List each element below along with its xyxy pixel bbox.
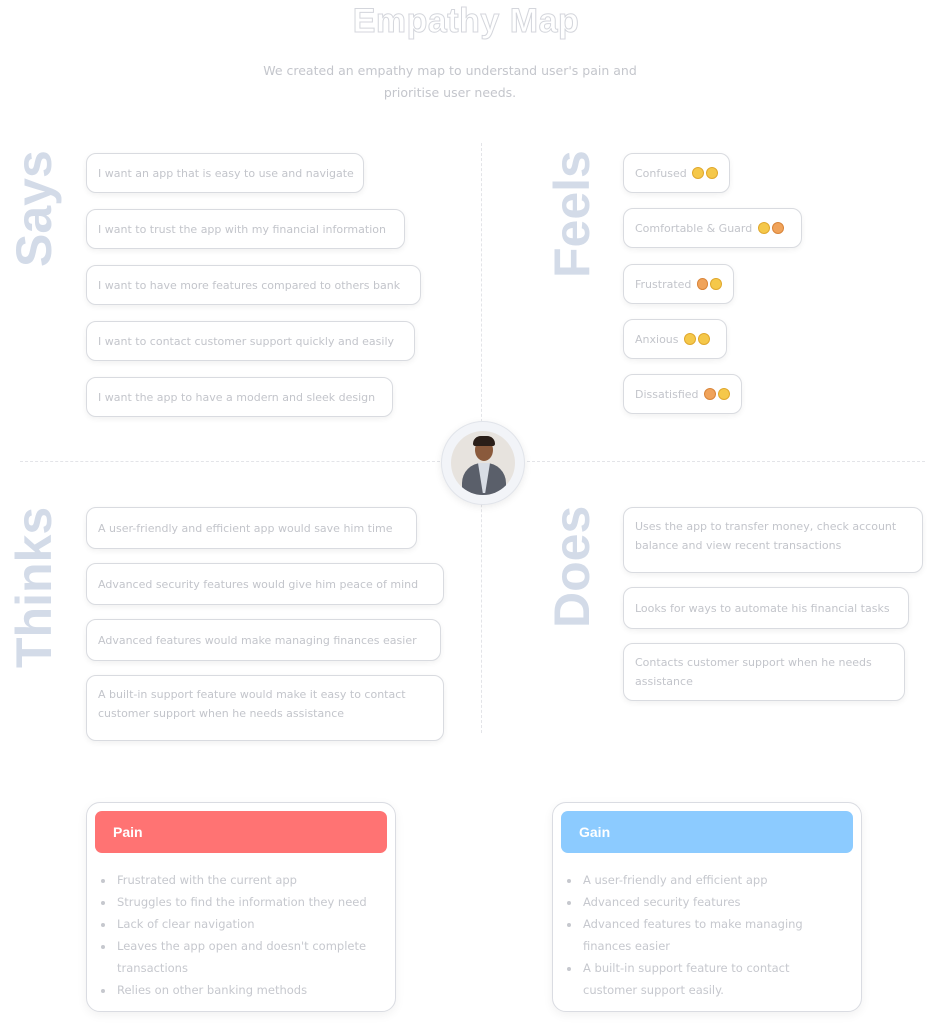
pain-card: Pain Frustrated with the current app Str… — [86, 802, 396, 1012]
does-item: Looks for ways to automate his financial… — [623, 587, 909, 629]
says-label: Says — [6, 150, 62, 268]
gain-list: A user-friendly and efficient app Advanc… — [581, 869, 847, 1001]
thinks-item: A user-friendly and efficient app would … — [86, 507, 417, 549]
feels-item: Dissatisfied — [623, 374, 742, 414]
feels-item: Frustrated — [623, 264, 734, 304]
shield-face-icon — [771, 222, 784, 234]
says-item: I want an app that is easy to use and na… — [86, 153, 364, 193]
does-item: Contacts customer support when he needs … — [623, 643, 905, 701]
page-title: Empathy Map — [352, 2, 580, 41]
list-item: A user-friendly and efficient app — [581, 869, 847, 891]
says-item: I want to contact customer support quick… — [86, 321, 415, 361]
smiling-face-icon — [757, 222, 770, 234]
dissatisfied-face-icon — [718, 388, 731, 400]
feels-label: Feels — [544, 150, 600, 278]
feels-item: Comfortable & Guard — [623, 208, 802, 248]
list-item: Lack of clear navigation — [115, 913, 381, 935]
says-item: I want the app to have a modern and slee… — [86, 377, 393, 417]
confused-face-icon — [692, 167, 705, 179]
feels-item-text: Comfortable & Guard — [635, 221, 753, 235]
list-item: Frustrated with the current app — [115, 869, 381, 891]
feels-item-text: Dissatisfied — [635, 387, 699, 401]
list-item: Struggles to find the information they n… — [115, 891, 381, 913]
list-item: Leaves the app open and doesn't complete… — [115, 935, 381, 979]
feels-item: Confused — [623, 153, 730, 193]
horizontal-divider-left — [20, 461, 440, 462]
thinks-item: Advanced security features would give hi… — [86, 563, 444, 605]
thinks-item: A built-in support feature would make it… — [86, 675, 444, 741]
frustrated-face-icon — [710, 278, 722, 290]
user-avatar — [441, 421, 525, 505]
list-item: Advanced security features — [581, 891, 847, 913]
thinks-label: Thinks — [6, 506, 62, 668]
list-item: Advanced features to make managing finan… — [581, 913, 847, 957]
frustrated-face-icon — [696, 278, 709, 290]
feels-item: Anxious — [623, 319, 727, 359]
feels-item-text: Frustrated — [635, 277, 692, 291]
list-item: Relies on other banking methods — [115, 979, 381, 1001]
feels-item-text: Confused — [635, 166, 687, 180]
feels-item-text: Anxious — [635, 332, 679, 346]
gain-card-title: Gain — [561, 811, 853, 853]
page-subtitle: We created an empathy map to understand … — [263, 63, 637, 100]
says-item: I want to have more features compared to… — [86, 265, 421, 305]
dissatisfied-face-icon — [704, 388, 717, 400]
does-item: Uses the app to transfer money, check ac… — [623, 507, 923, 573]
pain-card-title: Pain — [95, 811, 387, 853]
horizontal-divider-right — [527, 461, 925, 462]
gain-card: Gain A user-friendly and efficient app A… — [552, 802, 862, 1012]
thinks-item: Advanced features would make managing fi… — [86, 619, 441, 661]
list-item: A built-in support feature to contact cu… — [581, 957, 847, 1001]
anxious-face-icon — [684, 333, 696, 345]
does-label: Does — [544, 505, 600, 629]
user-photo — [451, 431, 515, 495]
pain-list: Frustrated with the current app Struggle… — [115, 869, 381, 1001]
says-item: I want to trust the app with my financia… — [86, 209, 405, 249]
confused-face-icon — [706, 167, 718, 179]
anxious-face-icon — [698, 333, 710, 345]
